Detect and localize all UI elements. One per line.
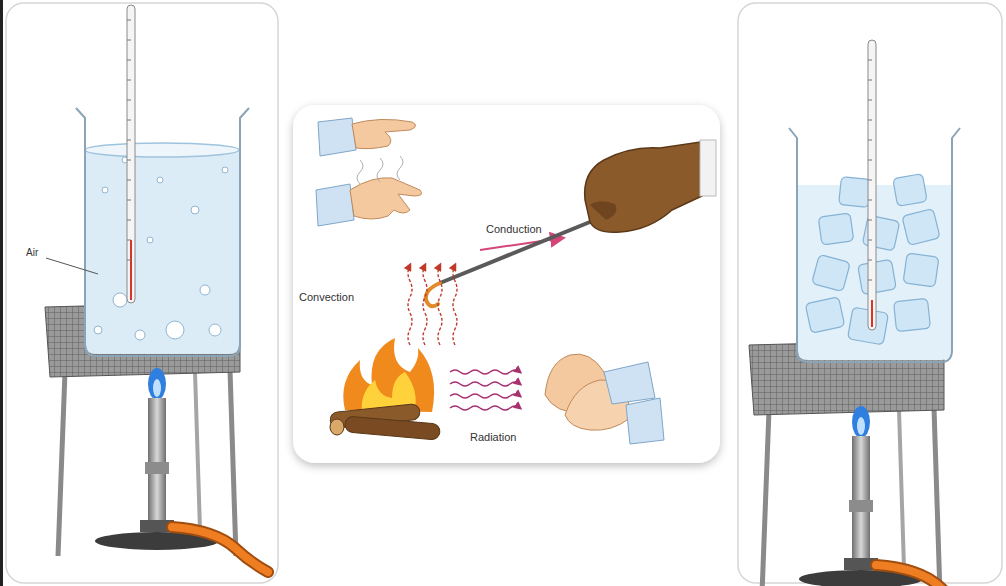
left-apparatus xyxy=(157,177,163,183)
left-apparatus xyxy=(94,157,228,340)
heat-transfer-scene xyxy=(316,118,716,444)
heat-transfer-scene xyxy=(604,362,655,404)
heat-transfer-scene xyxy=(352,119,416,148)
right-apparatus xyxy=(805,297,844,333)
left-apparatus xyxy=(209,324,221,336)
middle-panel xyxy=(293,105,720,463)
left-apparatus xyxy=(135,330,145,340)
process-label: Conduction xyxy=(486,224,542,235)
heat-transfer-scene xyxy=(350,178,422,219)
right-apparatus xyxy=(749,40,972,586)
heat-transfer-scene xyxy=(438,265,442,345)
part-label: Air xyxy=(26,248,38,258)
heat-transfer-scene xyxy=(426,283,440,306)
left-apparatus xyxy=(130,240,132,300)
right-apparatus xyxy=(902,209,940,246)
left-apparatus xyxy=(147,237,153,243)
heat-transfer-scene xyxy=(423,265,427,345)
left-apparatus xyxy=(191,206,199,214)
right-apparatus xyxy=(749,340,972,586)
left-apparatus xyxy=(113,293,127,307)
process-label: Convection xyxy=(299,292,354,303)
right-apparatus xyxy=(868,40,876,330)
right-apparatus xyxy=(894,298,931,331)
leader-line xyxy=(46,258,98,274)
heat-transfer-scene xyxy=(450,406,520,410)
heat-transfer-scene xyxy=(316,184,354,226)
left-apparatus xyxy=(94,326,102,334)
left-apparatus xyxy=(166,321,184,339)
heat-transfer-scene xyxy=(450,382,520,386)
heat-transfer-scene xyxy=(590,201,616,220)
right-apparatus xyxy=(812,254,851,291)
heat-transfer-scene xyxy=(343,338,434,412)
heat-transfer-scene xyxy=(344,416,440,440)
right-apparatus xyxy=(871,300,873,327)
left-apparatus xyxy=(45,5,268,572)
heat-transfer-scene xyxy=(450,394,520,398)
edge-bar xyxy=(0,0,3,586)
left-apparatus xyxy=(222,167,228,173)
heat-transfer-scene xyxy=(330,419,344,435)
left-panel xyxy=(6,3,278,583)
right-apparatus xyxy=(903,253,939,287)
left-apparatus xyxy=(86,150,239,354)
left-apparatus xyxy=(102,187,108,193)
left-apparatus xyxy=(127,20,131,260)
right-apparatus xyxy=(839,177,872,208)
right-apparatus xyxy=(868,60,872,280)
right-apparatus xyxy=(818,213,854,245)
process-label: Radiation xyxy=(470,432,516,443)
heat-transfer-scene xyxy=(440,213,612,283)
heat-transfer-scene xyxy=(318,118,356,156)
heat-transfer-scene xyxy=(408,265,457,345)
heat-transfer-scene xyxy=(450,370,520,410)
left-apparatus xyxy=(76,108,249,356)
heat-transfer-scene xyxy=(408,265,412,345)
heat-transfer-scene xyxy=(357,156,403,184)
heat-transfer-scene xyxy=(453,265,457,345)
heat-transfer-scene xyxy=(585,142,702,232)
left-apparatus xyxy=(200,285,210,295)
heat-transfer-scene xyxy=(626,398,664,444)
left-apparatus xyxy=(127,5,135,303)
heat-transfer-scene xyxy=(700,140,716,196)
left-apparatus xyxy=(85,143,239,157)
right-apparatus xyxy=(858,259,897,294)
right-apparatus xyxy=(893,174,927,207)
heat-transfer-scene xyxy=(450,370,520,374)
